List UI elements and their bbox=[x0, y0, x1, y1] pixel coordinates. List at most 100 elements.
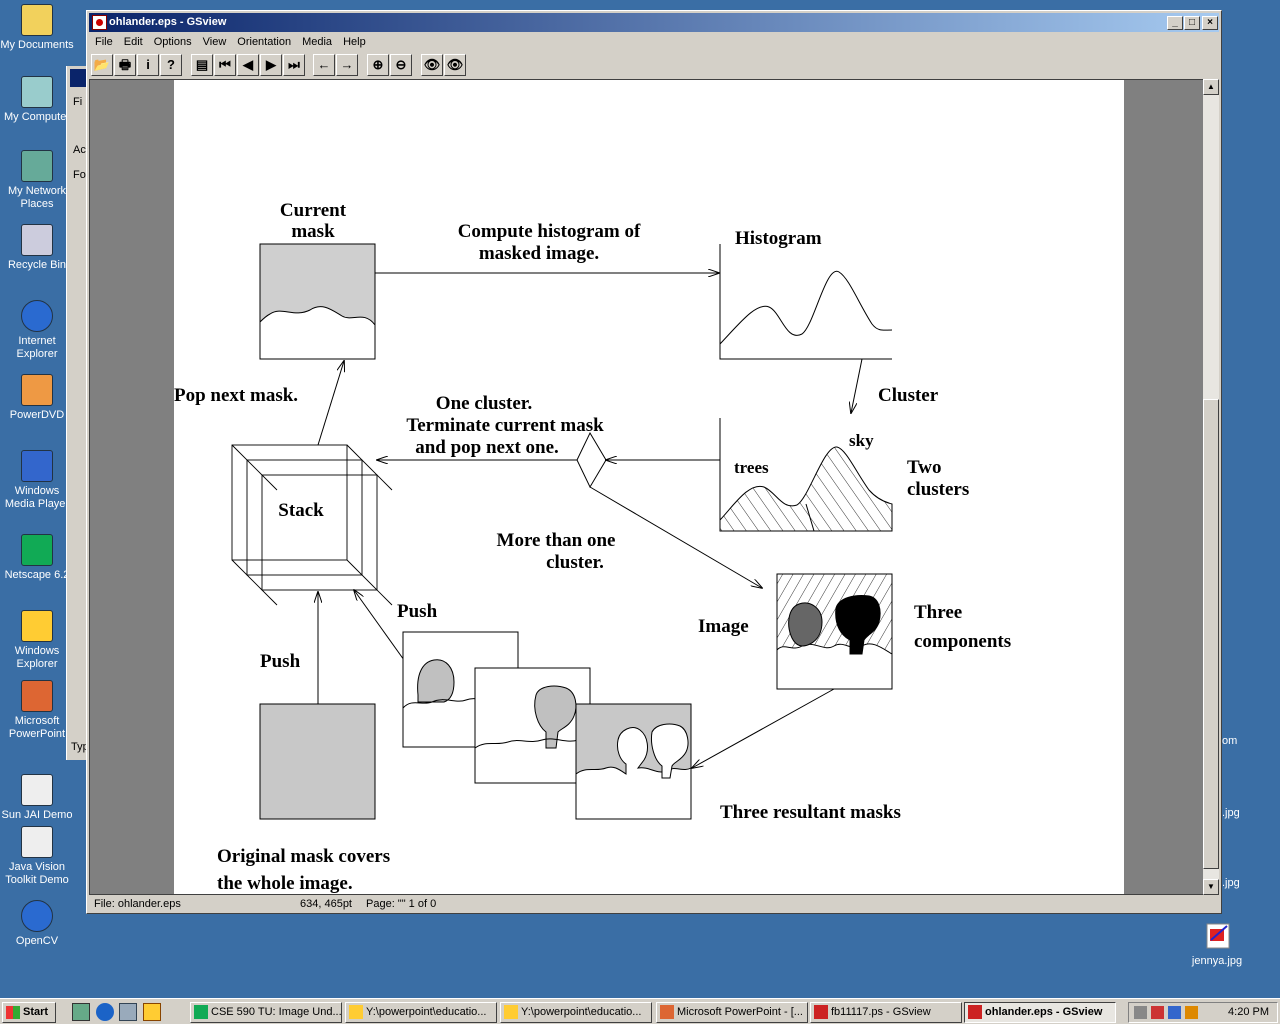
start-button[interactable]: Start bbox=[2, 1002, 56, 1023]
desktop-icon[interactable]: Microsoft PowerPoint bbox=[0, 680, 74, 741]
quicklaunch-media-icon[interactable] bbox=[143, 1003, 161, 1021]
stack-label: Stack bbox=[278, 500, 324, 521]
tray-app-icon[interactable] bbox=[1185, 1006, 1198, 1019]
current-mask-region bbox=[259, 243, 376, 327]
forward-button[interactable]: → bbox=[336, 54, 358, 76]
taskbar-button[interactable]: Microsoft PowerPoint - [... bbox=[656, 1002, 808, 1023]
desktop-icon-label: My Computer bbox=[3, 111, 71, 123]
desktop-icon-label: Recycle Bin bbox=[7, 259, 67, 271]
scroll-down-arrow[interactable]: ▼ bbox=[1203, 879, 1219, 895]
gsview-app-icon[interactable] bbox=[92, 15, 107, 30]
arrow-cluster bbox=[851, 358, 863, 413]
tray-app-icon[interactable] bbox=[1151, 1006, 1164, 1019]
quicklaunch-ie-icon[interactable] bbox=[96, 1003, 114, 1021]
desktop-icon[interactable]: OpenCV bbox=[0, 900, 74, 948]
background-window-item: Ac bbox=[73, 144, 86, 156]
powerpoint-icon bbox=[21, 680, 53, 712]
menu-edit[interactable]: Edit bbox=[123, 36, 143, 48]
prev-page-button[interactable]: ◀ bbox=[237, 54, 259, 76]
more-than-one-label: More than one bbox=[497, 530, 616, 551]
taskbar-button-label: ohlander.eps - GSview bbox=[985, 1006, 1103, 1018]
scroll-up-arrow[interactable]: ▲ bbox=[1203, 79, 1219, 95]
desktop-icon[interactable]: My Documents bbox=[0, 4, 74, 52]
menu-bar: File Edit Options View Orientation Media Help bbox=[89, 34, 1219, 52]
shield-icon[interactable] bbox=[1168, 1006, 1181, 1019]
clusters-curve bbox=[719, 446, 893, 532]
taskbar-button[interactable]: ohlander.eps - GSview bbox=[964, 1002, 1116, 1023]
info-button[interactable]: i bbox=[137, 54, 159, 76]
menu-orientation[interactable]: Orientation bbox=[237, 36, 292, 48]
close-button[interactable]: × bbox=[1202, 16, 1218, 30]
vertical-scrollbar[interactable]: ▲ ▼ bbox=[1203, 79, 1219, 895]
original-mask-label: the whole image. bbox=[217, 873, 353, 894]
desktop-icon[interactable]: Java Vision Toolkit Demo bbox=[0, 826, 74, 887]
zoom-out-button[interactable]: ⊖ bbox=[390, 54, 412, 76]
desktop-icon[interactable]: Sun JAI Demo bbox=[0, 774, 74, 822]
desktop-icon-label: Java Vision Toolkit Demo bbox=[5, 861, 69, 886]
more-than-one-label: cluster. bbox=[546, 552, 604, 573]
find-button[interactable]: 👁 bbox=[444, 54, 466, 76]
print-button[interactable]: 🖶 bbox=[114, 54, 136, 76]
back-button[interactable]: ← bbox=[313, 54, 335, 76]
desktop-icon-label: Internet Explorer bbox=[16, 335, 58, 360]
desktop-icon[interactable]: Recycle Bin bbox=[0, 224, 74, 272]
gsview-window[interactable]: ohlander.eps - GSview _ □ × File Edit Opti… bbox=[86, 10, 1222, 914]
taskbar-button[interactable]: Y:\powerpoint\educatio... bbox=[345, 1002, 497, 1023]
quicklaunch-desktop-icon[interactable] bbox=[72, 1003, 90, 1021]
zoom-in-button[interactable]: ⊕ bbox=[367, 54, 389, 76]
quicklaunch-outlook-icon[interactable] bbox=[119, 1003, 137, 1021]
arrow-to-masks bbox=[692, 688, 835, 768]
tree-component-gray bbox=[788, 602, 823, 647]
desktop-icon-label: Microsoft PowerPoint bbox=[8, 715, 66, 740]
cluster-divider bbox=[805, 503, 815, 532]
background-window-titlebar[interactable] bbox=[70, 69, 88, 87]
desktop-icon[interactable]: Windows Explorer bbox=[0, 610, 74, 671]
desktop-icon[interactable]: My Computer bbox=[0, 76, 74, 124]
clock[interactable]: 4:20 PM bbox=[1228, 1006, 1269, 1018]
taskbar-button[interactable]: fb11117.ps - GSview bbox=[810, 1002, 962, 1023]
minimize-button[interactable]: _ bbox=[1167, 16, 1183, 30]
trees-label: trees bbox=[734, 458, 769, 477]
status-bar: File: ohlander.eps 634, 465pt Page: "" 1… bbox=[89, 896, 1219, 913]
menu-media[interactable]: Media bbox=[302, 36, 333, 48]
decision-diamond bbox=[576, 431, 607, 489]
resultant-mask-2 bbox=[474, 667, 591, 784]
gsview-icon bbox=[814, 1005, 828, 1019]
taskbar-button-label: CSE 590 TU: Image Und... bbox=[211, 1006, 342, 1018]
desktop-icon-jennya[interactable]: jennya.jpg bbox=[1180, 920, 1254, 968]
windows-logo-icon bbox=[6, 1006, 20, 1019]
desktop-icon[interactable]: Internet Explorer bbox=[0, 300, 74, 361]
desktop-icon-label: My Network Places bbox=[7, 185, 67, 210]
menu-file[interactable]: File bbox=[95, 36, 113, 48]
last-page-button[interactable]: ⏭ bbox=[283, 54, 305, 76]
status-coords: 634, 465pt bbox=[300, 898, 352, 910]
histogram-axes bbox=[719, 244, 892, 360]
text-extract-button[interactable]: 👁 bbox=[421, 54, 443, 76]
menu-help[interactable]: Help bbox=[343, 36, 366, 48]
menu-view[interactable]: View bbox=[202, 36, 227, 48]
volume-icon[interactable] bbox=[1134, 1006, 1147, 1019]
desktop-icon[interactable]: Netscape 6.2 bbox=[0, 534, 74, 582]
taskbar-button[interactable]: CSE 590 TU: Image Und... bbox=[190, 1002, 342, 1023]
desktop-icon[interactable]: My Network Places bbox=[0, 150, 74, 211]
document-viewport[interactable]: Current mask Compute histogram of masked… bbox=[89, 79, 1205, 895]
folder-search-icon bbox=[504, 1005, 518, 1019]
menu-options[interactable]: Options bbox=[153, 36, 192, 48]
start-label: Start bbox=[23, 1006, 49, 1018]
help-button[interactable]: ? bbox=[160, 54, 182, 76]
sky-label: sky bbox=[849, 431, 874, 450]
cluster-label: Cluster bbox=[878, 385, 939, 406]
title-bar[interactable]: ohlander.eps - GSview _ □ × bbox=[89, 13, 1219, 32]
open-button[interactable]: 📂 bbox=[91, 54, 113, 76]
histogram-label: Histogram bbox=[735, 228, 822, 249]
desktop-icon[interactable]: PowerDVD bbox=[0, 374, 74, 422]
first-page-button[interactable]: ⏮ bbox=[214, 54, 236, 76]
scroll-thumb[interactable] bbox=[1203, 399, 1219, 869]
desktop-icon[interactable]: Windows Media Player bbox=[0, 450, 74, 511]
maximize-button[interactable]: □ bbox=[1184, 16, 1200, 30]
desktop-icon-label: Sun JAI Demo bbox=[1, 809, 73, 821]
taskbar-button[interactable]: Y:\powerpoint\educatio... bbox=[500, 1002, 652, 1023]
push-lower-label: Push bbox=[260, 651, 301, 672]
next-page-button[interactable]: ▶ bbox=[260, 54, 282, 76]
page-select-button[interactable]: ▤ bbox=[191, 54, 213, 76]
